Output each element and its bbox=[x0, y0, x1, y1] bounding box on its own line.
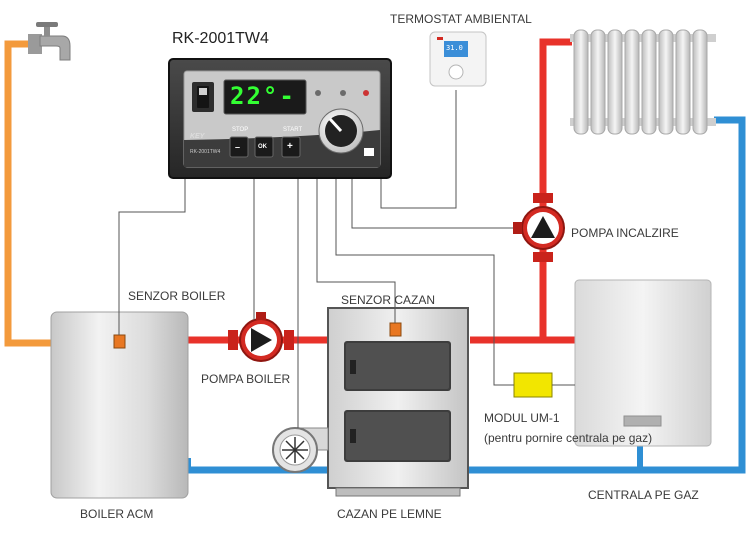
radiator-icon bbox=[570, 29, 716, 135]
modul-um1-box bbox=[513, 372, 553, 398]
panel-model-label: RK-2001TW4 bbox=[190, 149, 221, 155]
plus-button[interactable]: + bbox=[287, 141, 293, 152]
control-wires bbox=[118, 90, 575, 428]
cazan-pe-lemne bbox=[327, 307, 469, 497]
senzor-cazan-label: SENZOR CAZAN bbox=[341, 293, 436, 307]
pompa-incalzire-icon bbox=[513, 193, 565, 262]
minus-button[interactable]: – bbox=[235, 142, 241, 152]
cazan-pe-lemne-label: CAZAN PE LEMNE bbox=[337, 507, 442, 521]
termostat-label: TERMOSTAT AMBIENTAL bbox=[390, 12, 532, 26]
ok-button[interactable]: OK bbox=[258, 144, 267, 150]
controller-panel bbox=[168, 58, 392, 179]
hot-water-pipe bbox=[4, 40, 52, 347]
senzor-boiler-label: SENZOR BOILER bbox=[128, 289, 226, 303]
senzor-cazan-marker bbox=[389, 322, 402, 337]
modul-um1-note: (pentru pornire centrala pe gaz) bbox=[484, 431, 653, 445]
thermostat-reading: 31.0 bbox=[446, 44, 463, 52]
boiler-acm-label: BOILER ACM bbox=[80, 507, 154, 521]
start-label: START bbox=[283, 127, 303, 133]
senzor-boiler-marker bbox=[113, 334, 126, 349]
thermostat-icon bbox=[429, 31, 487, 87]
pompa-incalzire-label: POMPA INCALZIRE bbox=[571, 226, 679, 240]
fan-icon bbox=[272, 427, 329, 473]
controller-display: 22°- bbox=[230, 82, 296, 110]
supply-pipe-radiator bbox=[539, 38, 572, 340]
brand-logo: KEY bbox=[190, 133, 205, 140]
pompa-boiler-label: POMPA BOILER bbox=[201, 372, 291, 386]
stop-label: STOP bbox=[232, 127, 249, 133]
pompa-boiler-icon bbox=[228, 312, 294, 362]
water-tap-icon bbox=[28, 22, 71, 61]
modul-um1-label: MODUL UM-1 bbox=[484, 411, 560, 425]
centrala-pe-gaz-label: CENTRALA PE GAZ bbox=[588, 488, 699, 502]
centrala-pe-gaz bbox=[574, 279, 712, 447]
controller-model-label: RK-2001TW4 bbox=[172, 30, 269, 47]
